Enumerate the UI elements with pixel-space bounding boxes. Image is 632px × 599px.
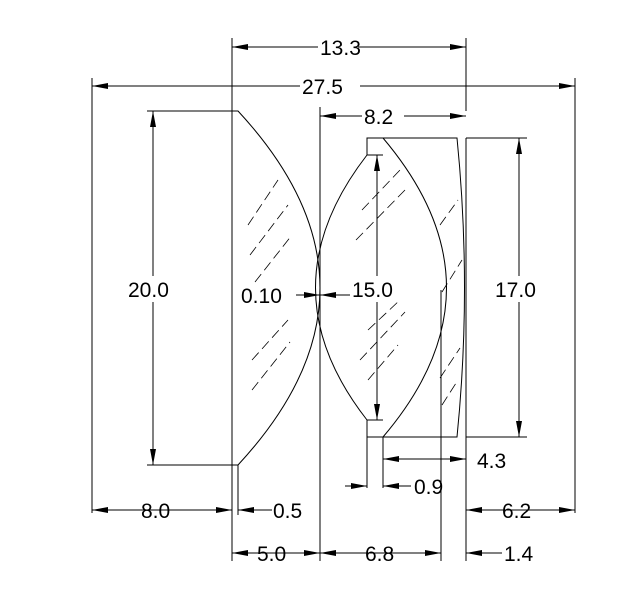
dim-lens2-edge: 0.9 xyxy=(414,476,443,499)
dim-group-length: 13.3 xyxy=(320,37,361,60)
dim-lens3-thickness: 1.4 xyxy=(504,543,534,566)
dim-lens3-offset: 4.3 xyxy=(477,450,506,473)
dim-lens1-left-extension: 8.0 xyxy=(141,500,170,523)
dim-lens3-height: 17.0 xyxy=(495,279,536,302)
dim-lens1-height: 20.0 xyxy=(128,279,169,302)
dim-lens1-edge: 0.5 xyxy=(273,500,302,523)
dim-lens1-thickness: 5.0 xyxy=(257,543,286,566)
dim-air-gap: 0.10 xyxy=(241,285,282,308)
arrowheads xyxy=(92,44,575,556)
lens-1 xyxy=(232,110,321,515)
dim-lens2-thickness: 6.8 xyxy=(365,543,394,566)
extension-lines xyxy=(91,38,576,561)
dimension-labels: 27.5 13.3 8.2 20.0 0.10 15.0 17.0 8.0 0.… xyxy=(128,37,536,566)
lens-3 xyxy=(383,137,467,561)
dim-overall-length: 27.5 xyxy=(302,76,343,99)
dim-lens2-height: 15.0 xyxy=(352,279,393,302)
dim-doublet-length: 8.2 xyxy=(364,106,393,129)
lens-2 xyxy=(315,137,447,488)
dim-lens3-right-extension: 6.2 xyxy=(502,500,531,523)
